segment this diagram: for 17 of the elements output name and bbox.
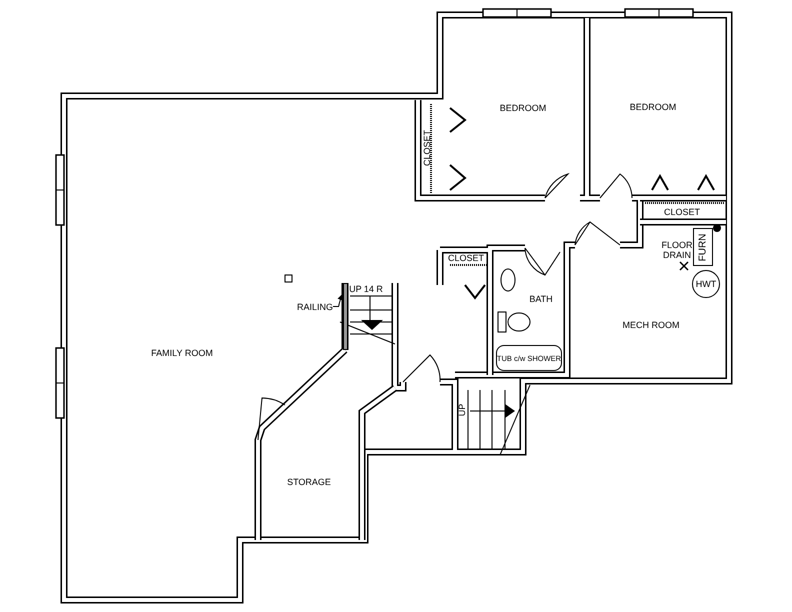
railing: [343, 283, 348, 350]
furnace-box: FURN: [693, 228, 713, 266]
leader-line: [332, 294, 344, 307]
fixture-label: FLOOR DRAIN: [661, 240, 693, 260]
callout-label: RAILING: [298, 301, 332, 312]
room-label: CLOSET: [664, 207, 700, 217]
room-label: BEDROOM: [500, 103, 546, 113]
room-label: FAMILY ROOM: [151, 348, 213, 358]
stair-label: UP: [457, 404, 467, 416]
water-heater-circle: HWT: [692, 270, 720, 298]
room-label: CLOSET: [448, 253, 484, 263]
room-label: STORAGE: [287, 477, 331, 487]
stair-label: UP 14 R: [349, 284, 383, 294]
room-label: CLOSET: [422, 130, 432, 166]
room-label: BEDROOM: [630, 102, 676, 112]
room-label: BATH: [529, 294, 553, 304]
room-label: MECH ROOM: [622, 320, 680, 330]
